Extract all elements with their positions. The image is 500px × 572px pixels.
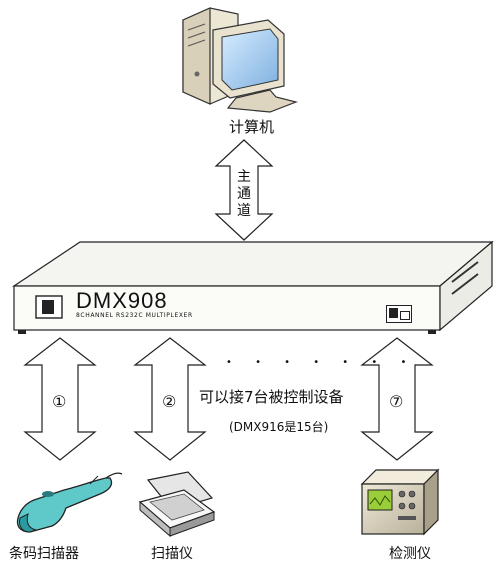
main-channel-char-2: 通 xyxy=(237,186,251,202)
ellipsis-dots: • • • • • • • xyxy=(226,357,417,368)
capacity-note: 可以接7台被控制设备 xyxy=(199,388,344,406)
port-7-arrow xyxy=(360,337,434,461)
device-model: DMX908 xyxy=(76,288,168,313)
flatbed-scanner-icon xyxy=(138,471,216,538)
test-instrument-icon xyxy=(360,468,440,536)
computer-label: 计算机 xyxy=(229,118,275,136)
port-2-number: ② xyxy=(162,392,177,411)
main-channel-char-1: 主 xyxy=(237,169,251,185)
port-2-arrow xyxy=(133,337,207,461)
capacity-subnote: (DMX916是15台) xyxy=(229,420,329,434)
flatbed-scanner-label: 扫描仪 xyxy=(151,546,193,562)
computer-icon xyxy=(182,7,298,113)
device-subtitle: 8CHANNEL RS232C MULTIPLEXER xyxy=(76,312,193,319)
test-instrument-label: 检测仪 xyxy=(389,546,431,562)
barcode-scanner-label: 条码扫描器 xyxy=(9,546,79,562)
port-1-number: ① xyxy=(52,392,67,411)
barcode-scanner-icon xyxy=(16,472,123,533)
brand-logo-icon xyxy=(386,305,412,323)
main-channel-char-3: 道 xyxy=(237,203,251,219)
port-1-arrow xyxy=(23,337,97,461)
port-7-number: ⑦ xyxy=(389,392,404,411)
dmx-device xyxy=(12,240,494,334)
main-channel-arrow xyxy=(214,139,274,241)
